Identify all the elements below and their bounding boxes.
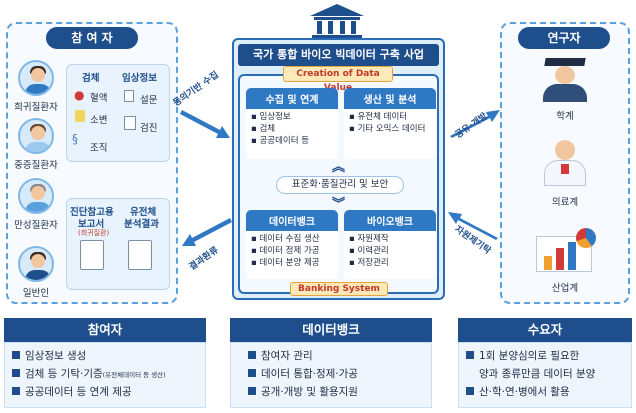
biobank-item: ▪ 자원제작 — [349, 234, 389, 244]
medical-icon — [540, 138, 590, 186]
genome-result-line-2: 분석결과 — [124, 219, 159, 230]
production-analysis-box: 생산 및 분석 ▪ 유전체 데이터 ▪ 기타 오믹스 데이터 — [344, 88, 436, 159]
participant-label-severe: 중증질환자 — [14, 160, 58, 171]
participant-title: 참 여 자 — [46, 27, 138, 49]
report-document-icon — [80, 240, 104, 270]
biobank-title: 바이오뱅크 — [367, 217, 413, 228]
industry-chart-icon — [530, 228, 600, 274]
checkup-label: 검진 — [140, 123, 158, 134]
report-line-3: (희귀질환) — [78, 229, 110, 237]
databank-item: ▪ 데이터 수집 생산 — [251, 234, 320, 244]
biobank-box: 바이오뱅크 ▪ 자원제작 ▪ 이력관리 ▪ 저장관리 — [344, 210, 436, 279]
general-person-avatar — [18, 246, 54, 282]
databank-box: 데이터뱅크 ▪ 데이터 수집 생산 ▪ 데이터 정제 가공 ▪ 데이터 분양 제… — [246, 210, 338, 279]
creation-data-value-tag: Creation of Data Value — [283, 66, 393, 93]
up-chevron-icon: ︽ — [332, 160, 346, 175]
bottom-demand-header: 수요자 — [458, 318, 632, 342]
bottom-databank-body — [230, 342, 432, 408]
production-analysis-title: 생산 및 분석 — [363, 95, 417, 106]
bottom-participant-line: 공공데이터 등 연계 제공 — [12, 384, 132, 399]
consent-collection-arrow — [180, 110, 230, 138]
chronic-patient-avatar — [18, 178, 54, 214]
bottom-demand-body — [458, 342, 632, 408]
checkup-icon — [124, 116, 136, 130]
bottom-participant-header: 참여자 — [4, 318, 206, 342]
biobank-item: ▪ 저장관리 — [349, 258, 389, 268]
production-item: ▪ 기타 오믹스 데이터 — [349, 124, 426, 134]
collection-link-box: 수집 및 연계 ▪ 임상정보 ▪ 검체 ▪ 공공데이터 등 — [246, 88, 338, 159]
genome-result-line-1: 유전체 — [130, 207, 157, 218]
collection-link-list: ▪ 임상정보 ▪ 검체 ▪ 공공데이터 등 — [246, 109, 338, 159]
project-title: 국가 통합 바이오 빅데이터 구축 사업 — [238, 44, 439, 66]
biobank-list: ▪ 자원제작 ▪ 이력관리 ▪ 저장관리 — [344, 231, 436, 279]
report-line-2: 보고서 — [78, 219, 105, 230]
databank-item: ▪ 데이터 정제 가공 — [251, 246, 320, 256]
databank-list: ▪ 데이터 수집 생산 ▪ 데이터 정제 가공 ▪ 데이터 분양 제공 — [246, 231, 338, 279]
bottom-participant-line: 임상정보 생성 — [12, 348, 86, 363]
bottom-participant-body — [4, 342, 206, 408]
standardization-label: 표준화·품질관리 및 보안 — [276, 176, 404, 194]
genome-result-document-icon — [128, 240, 152, 270]
banking-system-tag: Banking System — [290, 282, 388, 296]
collection-item: ▪ 검체 — [251, 124, 276, 134]
collection-link-title: 수집 및 연계 — [265, 95, 319, 106]
clinical-title: 임상정보 — [122, 73, 157, 84]
survey-label: 설문 — [140, 95, 158, 106]
medical-label: 의료계 — [551, 197, 579, 208]
down-chevron-icon: ︾ — [332, 197, 346, 212]
academia-label: 학계 — [556, 111, 574, 122]
urine-label: 소변 — [90, 115, 108, 126]
survey-icon — [124, 90, 134, 102]
production-analysis-list: ▪ 유전체 데이터 ▪ 기타 오믹스 데이터 — [344, 109, 436, 159]
urine-icon — [75, 110, 85, 122]
tissue-icon: § — [72, 132, 78, 146]
databank-item: ▪ 데이터 분양 제공 — [251, 258, 320, 268]
researcher-title: 연구자 — [518, 27, 610, 49]
building-icon — [310, 4, 364, 39]
production-item: ▪ 유전체 데이터 — [349, 112, 408, 122]
specimen-title: 검체 — [82, 73, 100, 84]
blood-icon: ● — [74, 88, 85, 102]
bottom-databank-line: 공개·개방 및 활용지원 — [248, 384, 358, 399]
rare-disease-patient-avatar — [18, 60, 54, 96]
bottom-demand-line: 산·학·연·병에서 활용 — [466, 384, 570, 399]
bottom-demand-line: 양과 종류만큼 데이터 분양 — [479, 368, 596, 380]
report-line-1: 진단참고용 — [70, 207, 114, 218]
participant-label-general: 일반인 — [22, 288, 50, 299]
industry-label: 산업계 — [551, 283, 579, 294]
collection-item: ▪ 임상정보 — [251, 112, 291, 122]
blood-label: 혈액 — [90, 93, 108, 104]
resource-deposit-arrow — [448, 212, 498, 240]
bottom-databank-header: 데이터뱅크 — [230, 318, 432, 342]
participant-label-rare: 희귀질환자 — [14, 102, 58, 113]
bottom-databank-line: 데이터 통합·정제·가공 — [248, 366, 358, 381]
collection-item: ▪ 공공데이터 등 — [251, 136, 310, 146]
severe-patient-avatar — [18, 118, 54, 154]
participant-label-chronic: 만성질환자 — [14, 220, 58, 231]
result-feedback-arrow — [182, 218, 232, 246]
biobank-item: ▪ 이력관리 — [349, 246, 389, 256]
tissue-label: 조직 — [90, 143, 108, 154]
databank-title: 데이터뱅크 — [269, 217, 315, 228]
bottom-demand-line: 1회 분양심의로 필요한 — [466, 348, 579, 363]
bottom-participant-line: 검체 등 기탁·기증(유전체데이터 등 생산) — [12, 366, 166, 381]
share-open-arrow — [450, 110, 500, 138]
bottom-databank-line: 참여자 관리 — [248, 348, 313, 363]
academia-icon — [535, 58, 595, 102]
